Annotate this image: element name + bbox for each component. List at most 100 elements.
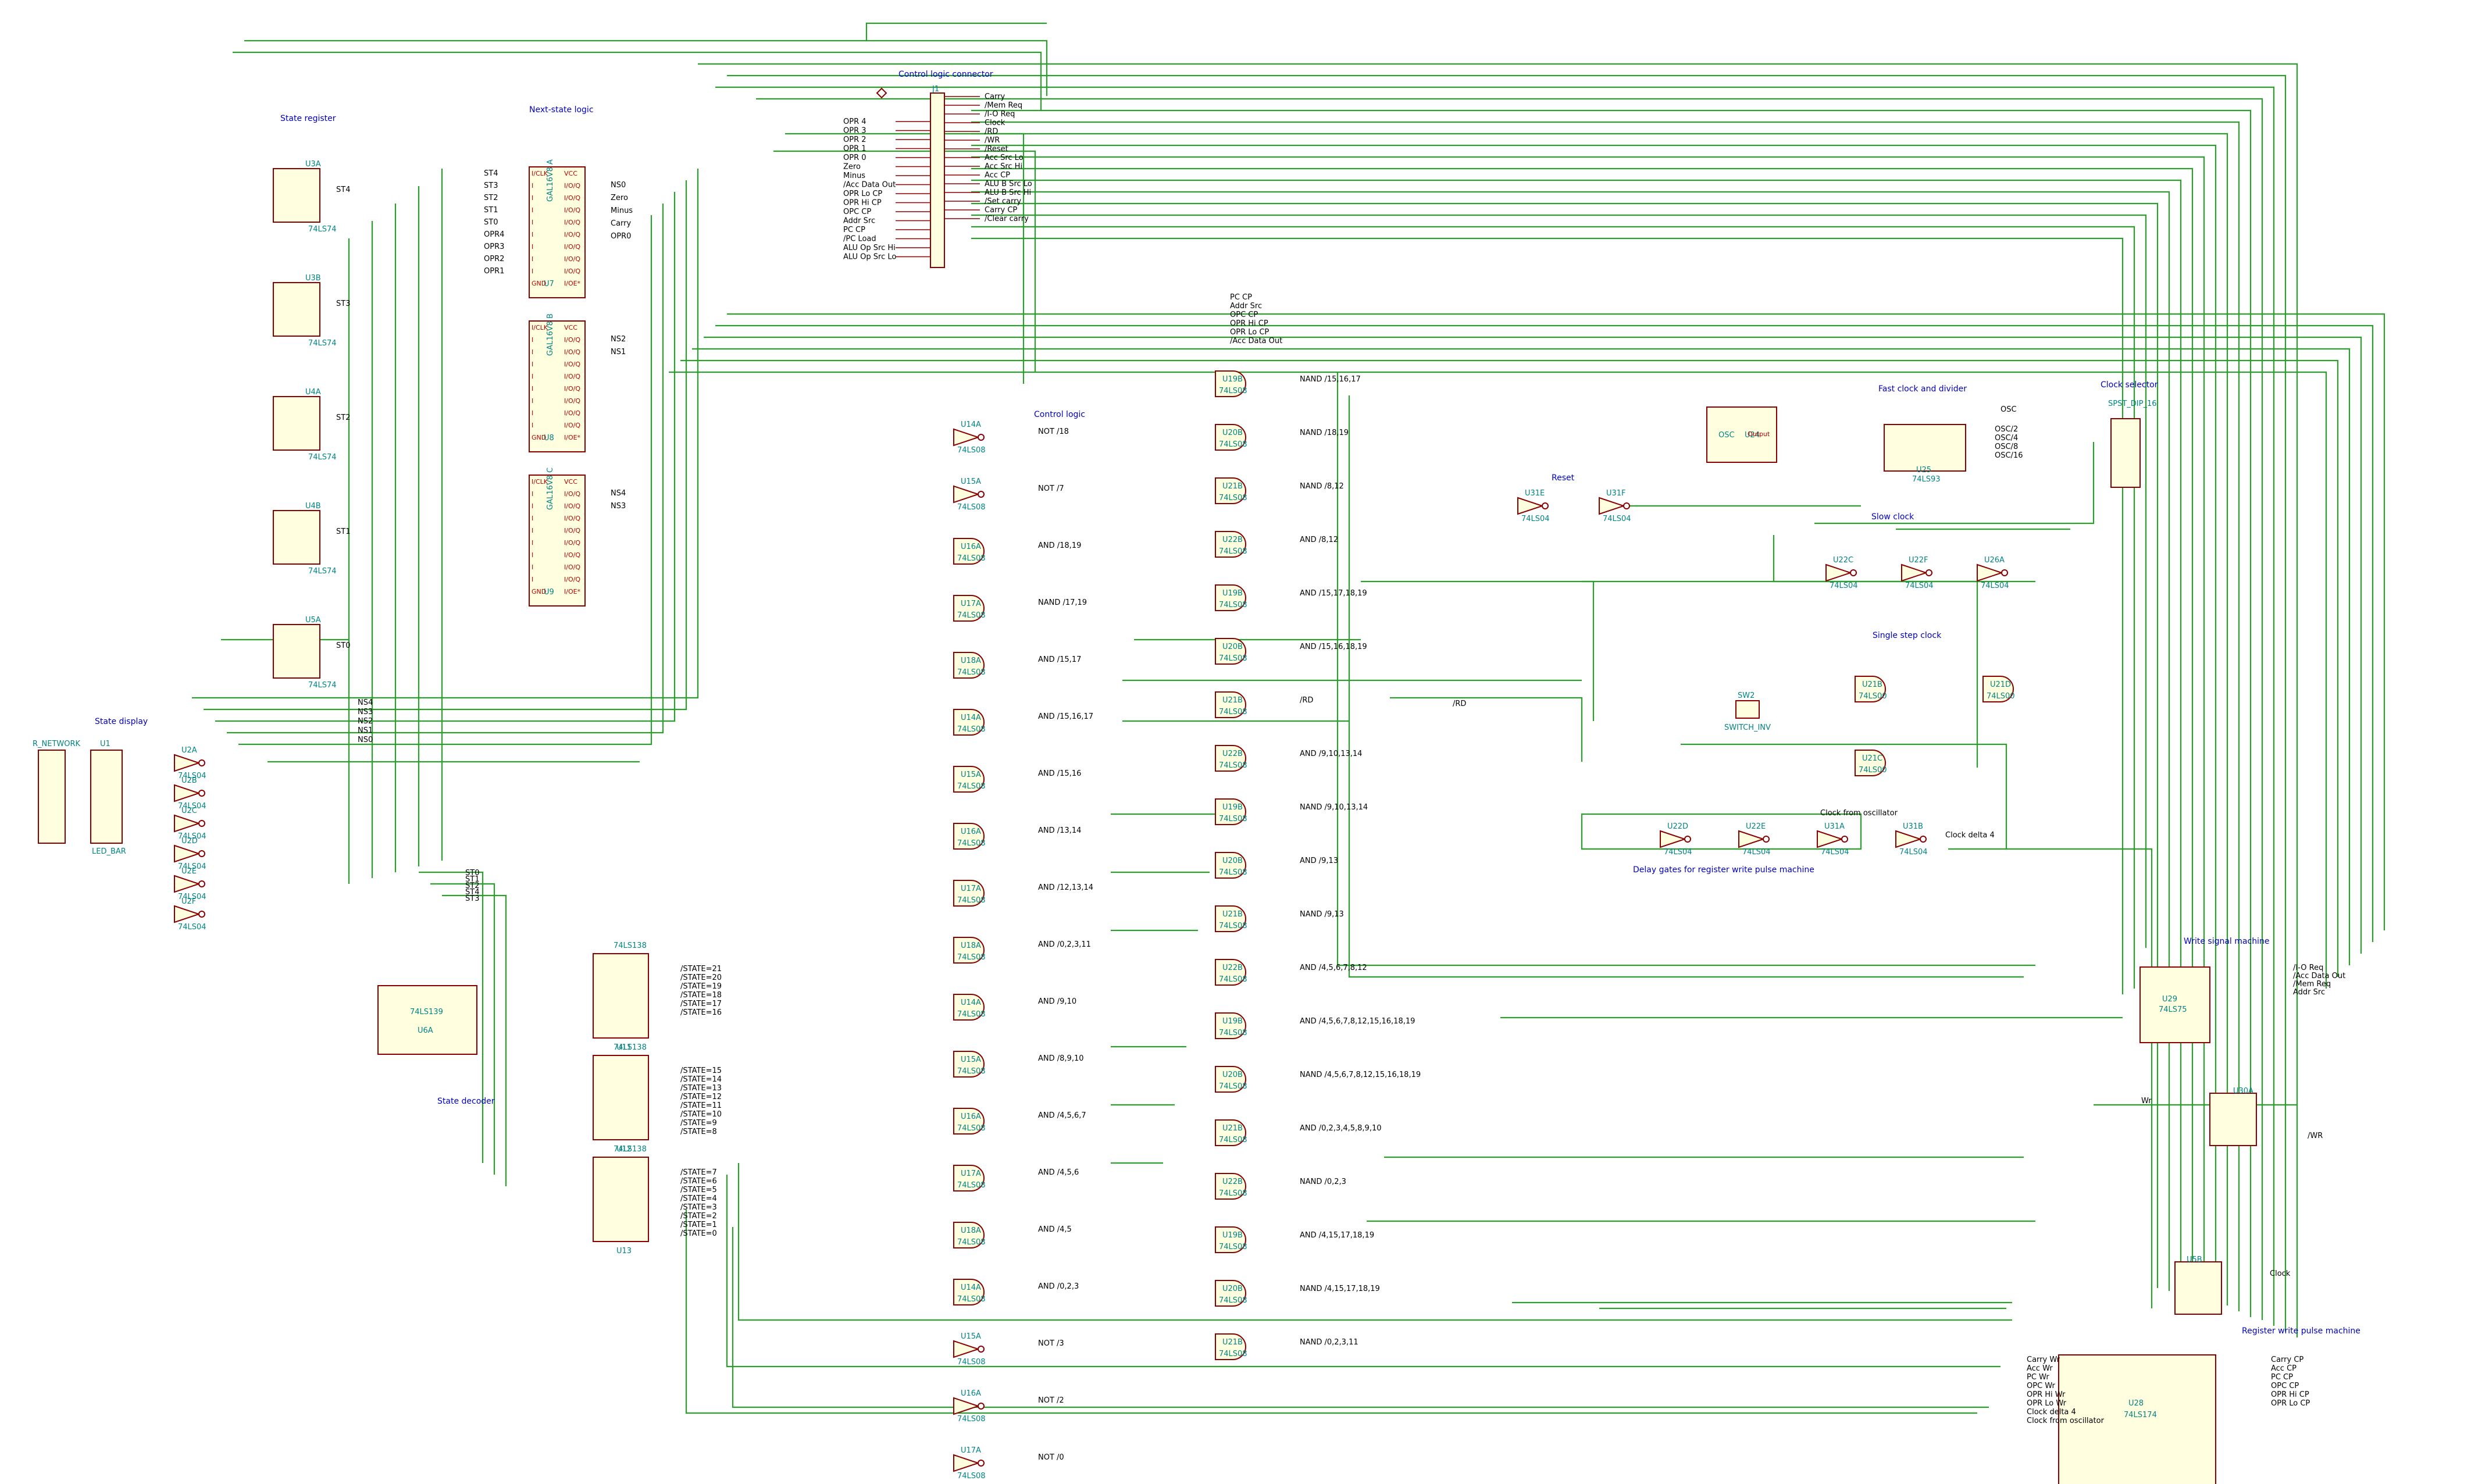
decoder-output-label: /STATE=19 [680,982,722,991]
divider-output-label: OSC/4 [1995,434,2018,443]
decoder-output-label: /STATE=4 [680,1194,717,1203]
gate-ref: U16A [961,1389,981,1398]
decoder-output-label: /STATE=12 [680,1093,722,1101]
gal-input-label: OPR4 [484,230,504,239]
net-label: NAND /0,2,3,11 [1300,1338,1358,1347]
gal-output-label: OPR0 [611,232,631,241]
gate-part: 74LS08 [1219,654,1247,663]
bus-label: /Acc Data Out [1230,337,1282,345]
gate-part: 74LS08 [957,668,986,677]
gate-part: 74LS04 [1742,848,1771,857]
gal-pin-left: I [532,490,533,498]
gate-ref: U22C [1833,556,1853,565]
d-flipflop [273,282,320,337]
gal-pin-right: I/OE* [564,434,581,441]
clock-gates: U22C74LS04U22F74LS04U26A74LS04U21B74LS00… [1517,489,2015,857]
gate-part: 74LS08 [957,839,986,848]
gate-part: 74LS08 [1219,761,1247,770]
wr-out-label: /WR [2308,1132,2323,1140]
gate-part: 74LS08 [957,953,986,962]
u6-part: 74LS139 [410,1008,443,1016]
gal-pin-left: I [532,551,533,559]
gal-pin-left: I [532,243,533,251]
gate-ref: U19B [1222,375,1243,384]
gal-pin-left: I [532,336,533,344]
gal-pin-right: VCC [564,478,577,486]
divider-part: 74LS93 [1912,475,1941,484]
decoder-output-label: /STATE=5 [680,1186,717,1194]
u28-output-label: PC CP [2271,1373,2293,1382]
gal-pin-left: I [532,409,533,417]
gate-part: 74LS04 [178,802,206,811]
gal-pin-right: VCC [564,324,577,331]
u28-output-label: OPR Hi CP [2271,1390,2309,1399]
gate-ref: U20B [1222,857,1243,865]
net-label: AND /4,5,6 [1038,1168,1079,1177]
gate-part: 74LS08 [1219,868,1247,877]
gate-part: 74LS08 [1219,1350,1247,1358]
gate-part: 74LS04 [178,893,206,901]
gal-output-label: NS3 [611,502,626,511]
state-display-title: State display [95,717,148,726]
gal-pin-right: I/O/Q [564,515,580,522]
gal-part: GAL16V8 B [546,313,555,356]
gate-part: 74LS04 [1981,582,2009,590]
gate-ref: U17A [961,1169,981,1178]
st-label: ST0 [465,869,479,877]
gal-pin-right: I/O/Q [564,373,580,380]
display-inverters: U2A74LS04U2B74LS04U2C74LS04U2D74LS04U2E7… [174,746,206,932]
net-label: AND /0,2,3,4,5,8,9,10 [1300,1124,1382,1133]
net-label: AND /4,5 [1038,1225,1072,1234]
connector-left-label: PC CP [843,226,865,234]
gate-part: 74LS08 [1219,1189,1247,1198]
bus-label: OPC CP [1230,311,1258,319]
gate-part: 74LS04 [1899,848,1928,857]
clock-selector-dip [2110,418,2141,488]
connector-right-labels: Carry/Mem Req/I-O ReqClock/RD/WR/ResetAc… [944,92,1032,223]
u6-body [377,985,477,1055]
net-label: AND /15,16,18,19 [1300,643,1367,651]
u28-output-label: Carry CP [2271,1355,2303,1364]
gate-ref: U20B [1222,643,1243,651]
gate-part: 74LS08 [1219,494,1247,502]
nand-gate: U20B 74LS08 [1215,638,1247,665]
connector-right-label: Carry CP [985,206,1017,215]
gal-pin-right: I/O/Q [564,206,580,214]
gal-pin-left: I [532,206,533,214]
gate-ref: U19B [1222,589,1243,598]
decoder-output-label: /STATE=17 [680,1000,722,1008]
gate-part: 74LS08 [1219,922,1247,930]
oscillator-part: OSC [1718,431,1735,440]
divider-output-label: OSC/2 [1995,425,2018,434]
gate-part: 74LS08 [1219,1082,1247,1091]
u28-ref: U28 [2128,1399,2144,1408]
net-label: AND /18,19 [1038,541,1081,550]
net-label: NAND /8,12 [1300,482,1344,491]
gal-pin-left: I [532,182,533,190]
gate-ref: U2A [181,746,197,755]
decoder-output-label: /STATE=9 [680,1119,717,1128]
wr-flop [2209,1093,2257,1146]
gate-part: 74LS08 [957,896,986,905]
gate-ref: U17A [961,1446,981,1455]
state-display: R_NETWORK U1 LED_BAR U2A74LS04U2B74LS04U… [33,740,206,932]
clock-delta-label: Clock delta 4 [1945,831,1995,840]
fast-clock-title: Fast clock and divider [1878,384,1967,394]
gate-ref: U31A [1824,822,1845,831]
gal-pin-left: I [532,527,533,534]
